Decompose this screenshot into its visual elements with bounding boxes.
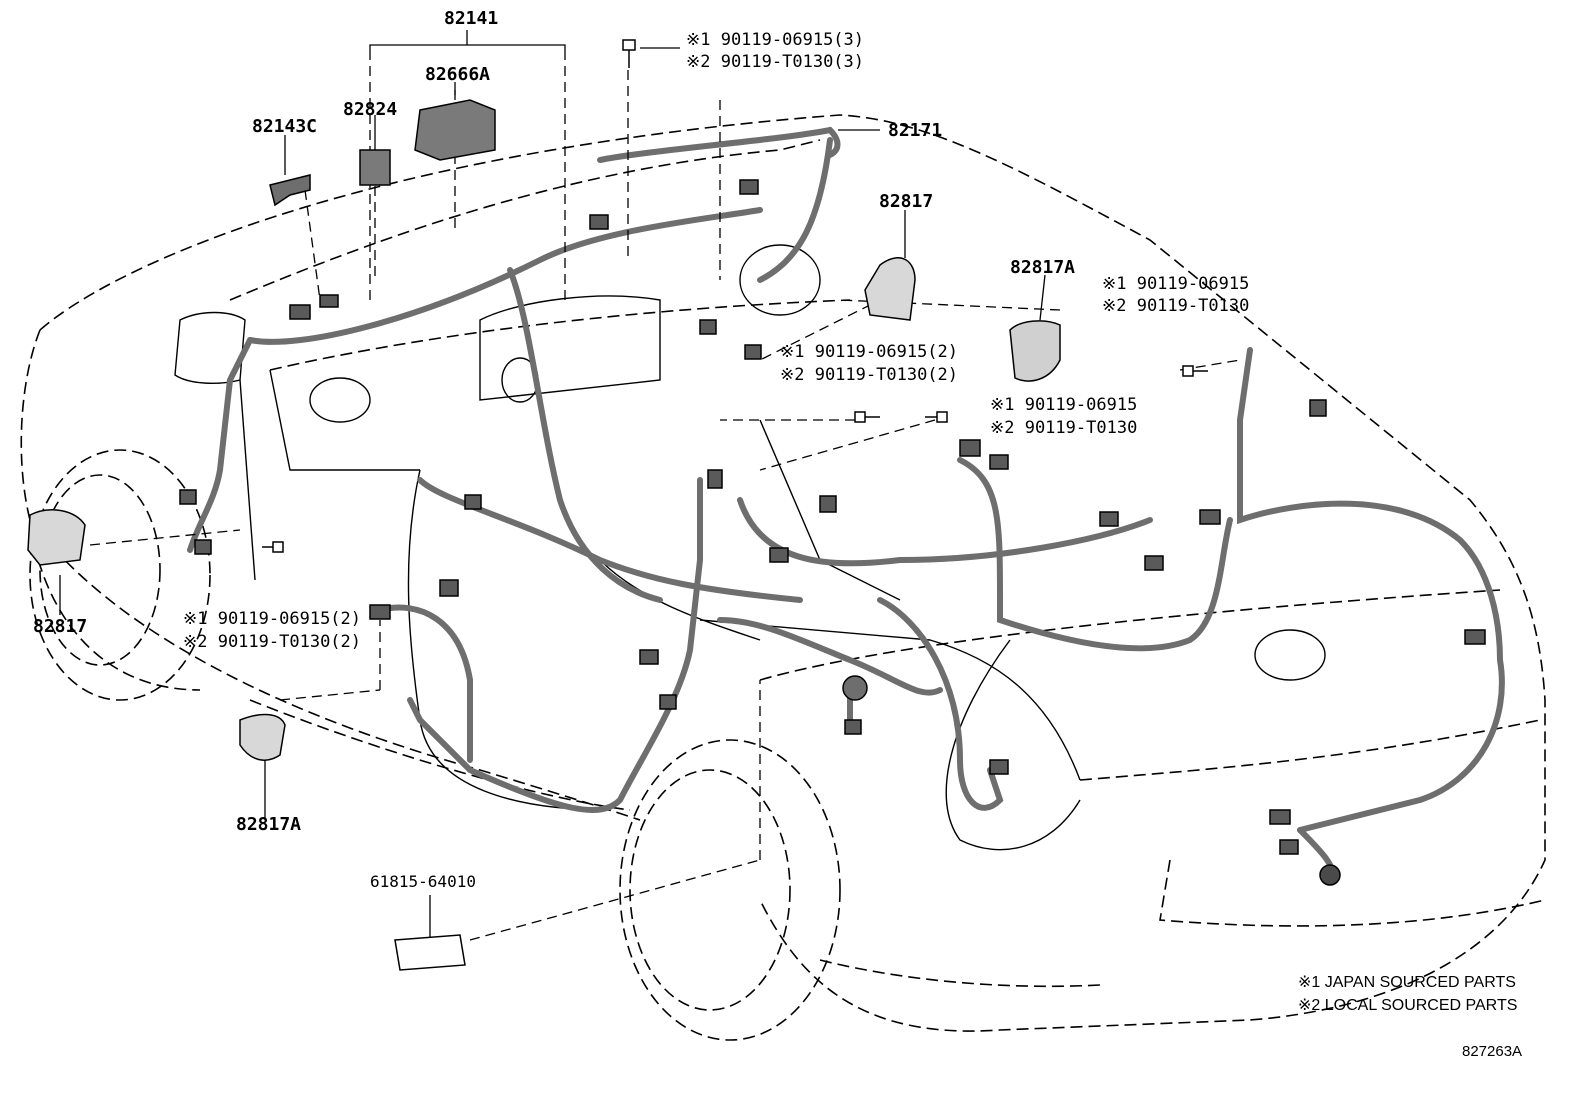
- part-82666A: [414, 99, 496, 161]
- label-82817A-right: 82817A: [1010, 257, 1076, 278]
- bolt-center-local: ※2 90119-T0130(2): [780, 365, 959, 385]
- bolt-left-jp: ※1 90119-06915(2): [183, 609, 362, 629]
- legend-note-japan: ※1 JAPAN SOURCED PARTS: [1298, 974, 1516, 991]
- bolt-top-jp: ※1 90119-06915(3): [686, 30, 865, 50]
- label-82817-right: 82817: [879, 191, 934, 212]
- part-82817-left: [27, 509, 86, 566]
- label-82666A: 82666A: [425, 64, 491, 85]
- interior-outline: [174, 244, 1326, 851]
- part-82143C: [269, 174, 311, 207]
- label-82817-left: 82817: [33, 616, 88, 637]
- legend-note-local: ※2 LOCAL SOURCED PARTS: [1298, 997, 1518, 1014]
- bolt-mid-local: ※2 90119-T0130: [990, 418, 1138, 438]
- part-82824: [359, 149, 391, 186]
- label-82143C: 82143C: [252, 116, 318, 137]
- bolt-top-local: ※2 90119-T0130(3): [686, 52, 865, 72]
- figure-id: 827263A: [1462, 1043, 1523, 1060]
- car-body-outline: [20, 114, 1546, 1041]
- part-82817A-right: [1009, 320, 1061, 382]
- label-61815-64010: 61815-64010: [370, 872, 476, 891]
- bolt-mid: [925, 411, 948, 423]
- bolt-right: [1182, 365, 1208, 377]
- connectors: [179, 179, 1486, 855]
- solid-leaders: [59, 30, 1046, 940]
- bolt-right-jp: ※1 90119-06915: [1102, 274, 1250, 294]
- part-82817A-left: [239, 713, 286, 761]
- wiring-harness: [187, 126, 1505, 883]
- label-82824: 82824: [343, 99, 398, 120]
- part-82817-right: [864, 257, 916, 321]
- leader-lines: [89, 50, 1241, 941]
- parts: [27, 39, 1486, 971]
- bolt-top: [622, 39, 636, 68]
- bolt-mid-jp: ※1 90119-06915: [990, 395, 1138, 415]
- label-82817A-left: 82817A: [236, 814, 302, 835]
- bolt-left-local: ※2 90119-T0130(2): [183, 632, 362, 652]
- label-82141: 82141: [444, 8, 499, 29]
- bolt-center: [854, 411, 880, 423]
- bolt-right-local: ※2 90119-T0130: [1102, 296, 1250, 316]
- part-61815-64010: [394, 934, 466, 971]
- bolt-center-jp: ※1 90119-06915(2): [780, 342, 959, 362]
- label-82171: 82171: [888, 120, 943, 141]
- bolt-left: [262, 541, 284, 553]
